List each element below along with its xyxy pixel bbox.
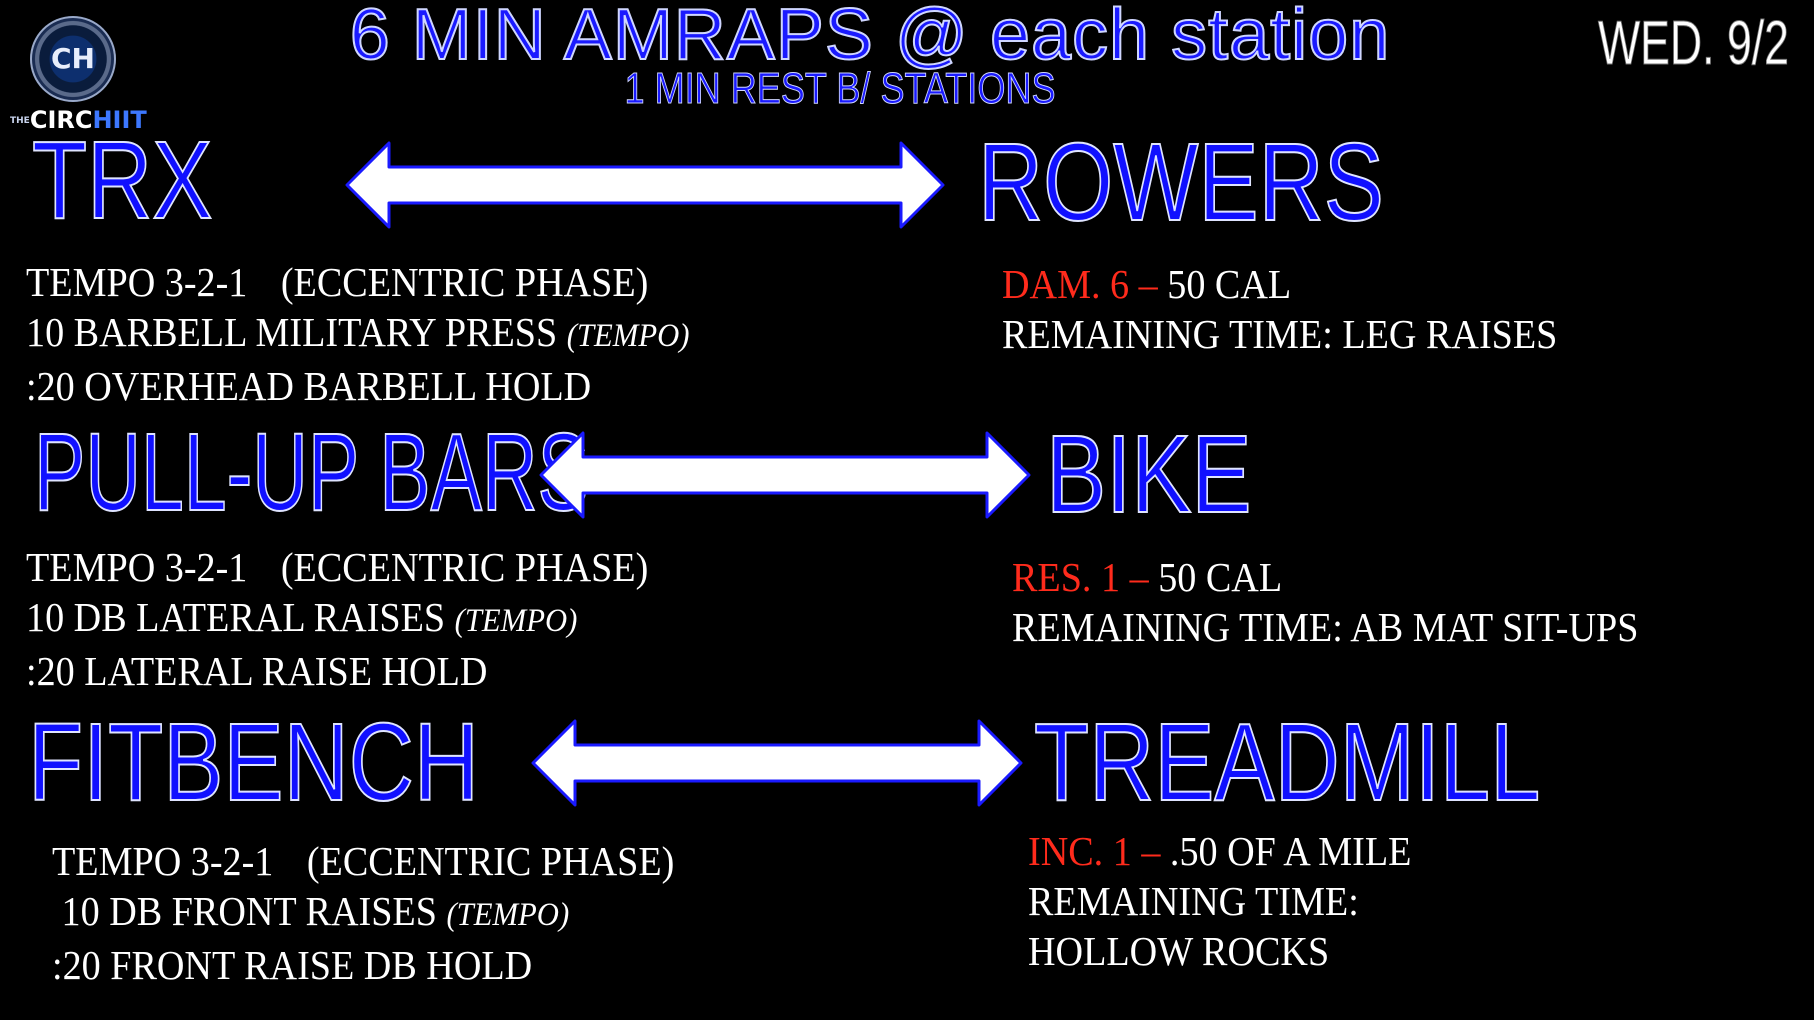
trx-line-1: TEMPO 3-2-1(ECCENTRIC PHASE) bbox=[26, 259, 649, 305]
logo-prefix: THE bbox=[10, 116, 30, 126]
logo-word-circ: CIRC bbox=[29, 106, 93, 134]
treadmill-line-3: HOLLOW ROCKS bbox=[1028, 928, 1330, 974]
logo-word-hiit: HIIT bbox=[92, 106, 147, 134]
fitbench-line-1: TEMPO 3-2-1(ECCENTRIC PHASE) bbox=[52, 838, 675, 884]
rowers-line-1: DAM. 6 – 50 CAL bbox=[1002, 261, 1292, 307]
trx-details: TEMPO 3-2-1(ECCENTRIC PHASE) 10 BARBELL … bbox=[26, 257, 689, 411]
logo-wordmark: THECIRCHIIT bbox=[10, 106, 147, 134]
page-title: 6 MIN AMRAPS @ each station bbox=[349, 0, 1391, 76]
page-subtitle: 1 MIN REST B/ STATIONS bbox=[624, 64, 1056, 114]
pull-up-line-1: TEMPO 3-2-1(ECCENTRIC PHASE) bbox=[26, 544, 649, 590]
rowers-details: DAM. 6 – 50 CAL REMAINING TIME: LEG RAIS… bbox=[1002, 259, 1557, 359]
pull-up-details: TEMPO 3-2-1(ECCENTRIC PHASE) 10 DB LATER… bbox=[26, 542, 648, 696]
treadmill-line-1: INC. 1 – .50 OF A MILE bbox=[1028, 828, 1412, 874]
bike-line-1: RES. 1 – 50 CAL bbox=[1012, 554, 1283, 600]
treadmill-line-2: REMAINING TIME: bbox=[1028, 878, 1359, 924]
date-label: WED. 9/2 bbox=[1598, 9, 1790, 79]
trx-line-3: :20 OVERHEAD BARBELL HOLD bbox=[26, 363, 592, 409]
pull-up-line-3: :20 LATERAL RAISE HOLD bbox=[26, 648, 488, 694]
fitbench-details: TEMPO 3-2-1(ECCENTRIC PHASE) 10 DB FRONT… bbox=[52, 836, 674, 990]
station-rowers: ROWERS bbox=[977, 121, 1385, 244]
station-treadmill: TREADMILL bbox=[1033, 701, 1541, 824]
station-fitbench: FITBENCH bbox=[27, 701, 480, 824]
treadmill-details: INC. 1 – .50 OF A MILE REMAINING TIME: H… bbox=[1028, 826, 1411, 976]
rowers-line-2: REMAINING TIME: LEG RAISES bbox=[1002, 311, 1558, 357]
double-arrow-icon bbox=[345, 141, 945, 229]
station-bike: BIKE bbox=[1045, 413, 1252, 536]
station-pull-up-bars: PULL-UP BARS bbox=[33, 411, 589, 534]
station-trx: TRX bbox=[31, 119, 213, 242]
pull-up-line-2: 10 DB LATERAL RAISES (TEMPO) bbox=[26, 594, 578, 640]
logo-monogram: CH bbox=[51, 42, 95, 75]
fitbench-line-3: :20 FRONT RAISE DB HOLD bbox=[52, 942, 533, 988]
bike-details: RES. 1 – 50 CAL REMAINING TIME: AB MAT S… bbox=[1012, 552, 1638, 652]
trx-line-2: 10 BARBELL MILITARY PRESS (TEMPO) bbox=[26, 309, 690, 355]
fitbench-line-2: 10 DB FRONT RAISES (TEMPO) bbox=[61, 888, 570, 934]
double-arrow-icon bbox=[531, 719, 1023, 807]
bike-line-2: REMAINING TIME: AB MAT SIT-UPS bbox=[1012, 604, 1639, 650]
circhiit-logo-icon bbox=[30, 16, 116, 102]
double-arrow-icon bbox=[539, 431, 1031, 519]
